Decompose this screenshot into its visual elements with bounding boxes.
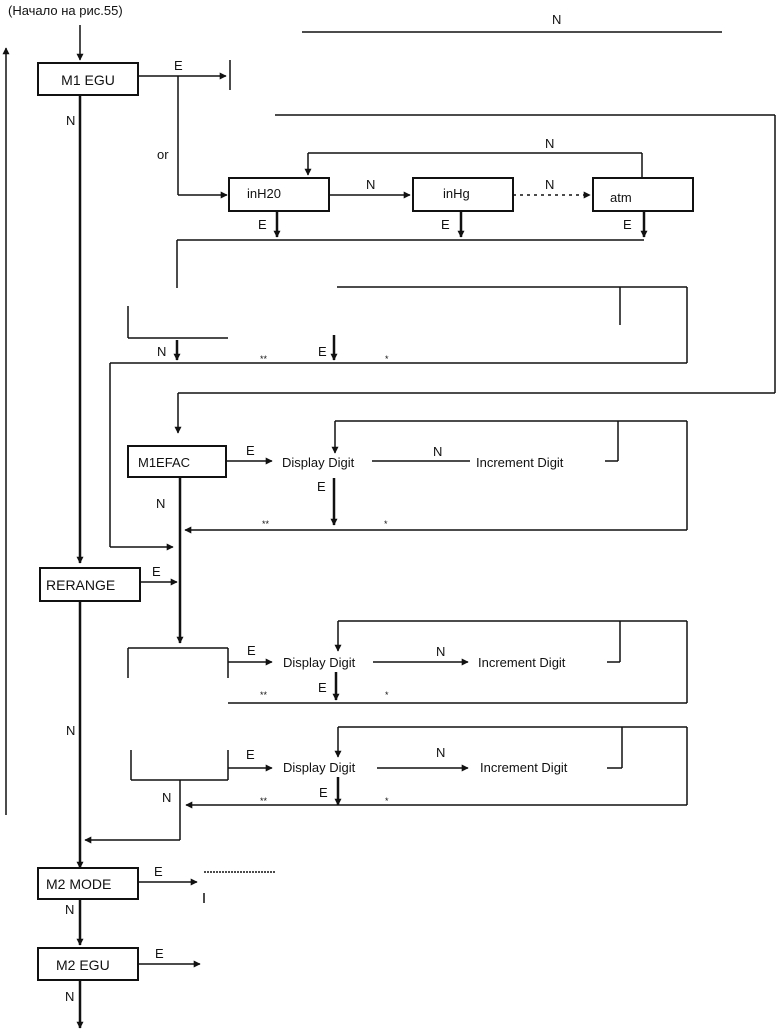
- label-e: E: [152, 564, 161, 579]
- label-double-star: **: [260, 354, 268, 364]
- display-digit-3: Display Digit: [283, 760, 356, 775]
- m1-egu-label: M1 EGU: [61, 72, 115, 88]
- label-e: E: [258, 217, 267, 232]
- display-digit-1: Display Digit: [282, 455, 355, 470]
- label-n: N: [433, 444, 442, 459]
- m2-egu-box: [37, 947, 139, 981]
- label-n: N: [436, 745, 445, 760]
- m2-mode-label: M2 MODE: [46, 876, 111, 892]
- m1efac-label: M1EFAC: [138, 455, 190, 470]
- display-digit-2: Display Digit: [283, 655, 356, 670]
- inh2o-label: inH20: [247, 186, 281, 201]
- label-e: E: [318, 680, 327, 695]
- label-n: N: [66, 113, 75, 128]
- label-star: *: [385, 354, 389, 364]
- label-n: N: [65, 989, 74, 1004]
- m2-egu-label: M2 EGU: [56, 957, 110, 973]
- m1efac-box: [127, 445, 227, 478]
- label-n: N: [545, 177, 554, 192]
- rerange-label: RERANGE: [46, 577, 115, 593]
- label-n-top: N: [552, 12, 561, 27]
- label-double-star: **: [260, 796, 268, 806]
- increment-digit-1: Increment Digit: [476, 455, 564, 470]
- label-e: E: [318, 344, 327, 359]
- label-star: *: [385, 690, 389, 700]
- label-e: E: [319, 785, 328, 800]
- atm-label: atm: [610, 190, 632, 205]
- increment-digit-3: Increment Digit: [480, 760, 568, 775]
- increment-digit-2: Increment Digit: [478, 655, 566, 670]
- label-double-star: **: [262, 519, 270, 529]
- label-n: N: [66, 723, 75, 738]
- inhg-label: inHg: [443, 186, 470, 201]
- m2-mode-box: [37, 867, 139, 900]
- label-e: E: [246, 747, 255, 762]
- label-e: E: [247, 643, 256, 658]
- label-star: *: [385, 796, 389, 806]
- label-n: N: [156, 496, 165, 511]
- atm-box: [592, 177, 694, 212]
- label-e: E: [154, 864, 163, 879]
- label-double-star: **: [260, 690, 268, 700]
- label-star: *: [384, 519, 388, 529]
- label-e: E: [317, 479, 326, 494]
- label-n: N: [157, 344, 166, 359]
- label-e: E: [441, 217, 450, 232]
- continuation-note: (Начало на рис.55): [8, 3, 123, 18]
- label-n: N: [65, 902, 74, 917]
- label-n: N: [436, 644, 445, 659]
- m1-egu-box: [37, 62, 139, 96]
- label-or: or: [157, 147, 169, 162]
- label-n: N: [366, 177, 375, 192]
- label-e: E: [174, 58, 183, 73]
- label-n: N: [162, 790, 171, 805]
- rerange-box: [39, 567, 141, 602]
- label-e: E: [155, 946, 164, 961]
- label-e: E: [246, 443, 255, 458]
- label-n: N: [545, 136, 554, 151]
- label-e: E: [623, 217, 632, 232]
